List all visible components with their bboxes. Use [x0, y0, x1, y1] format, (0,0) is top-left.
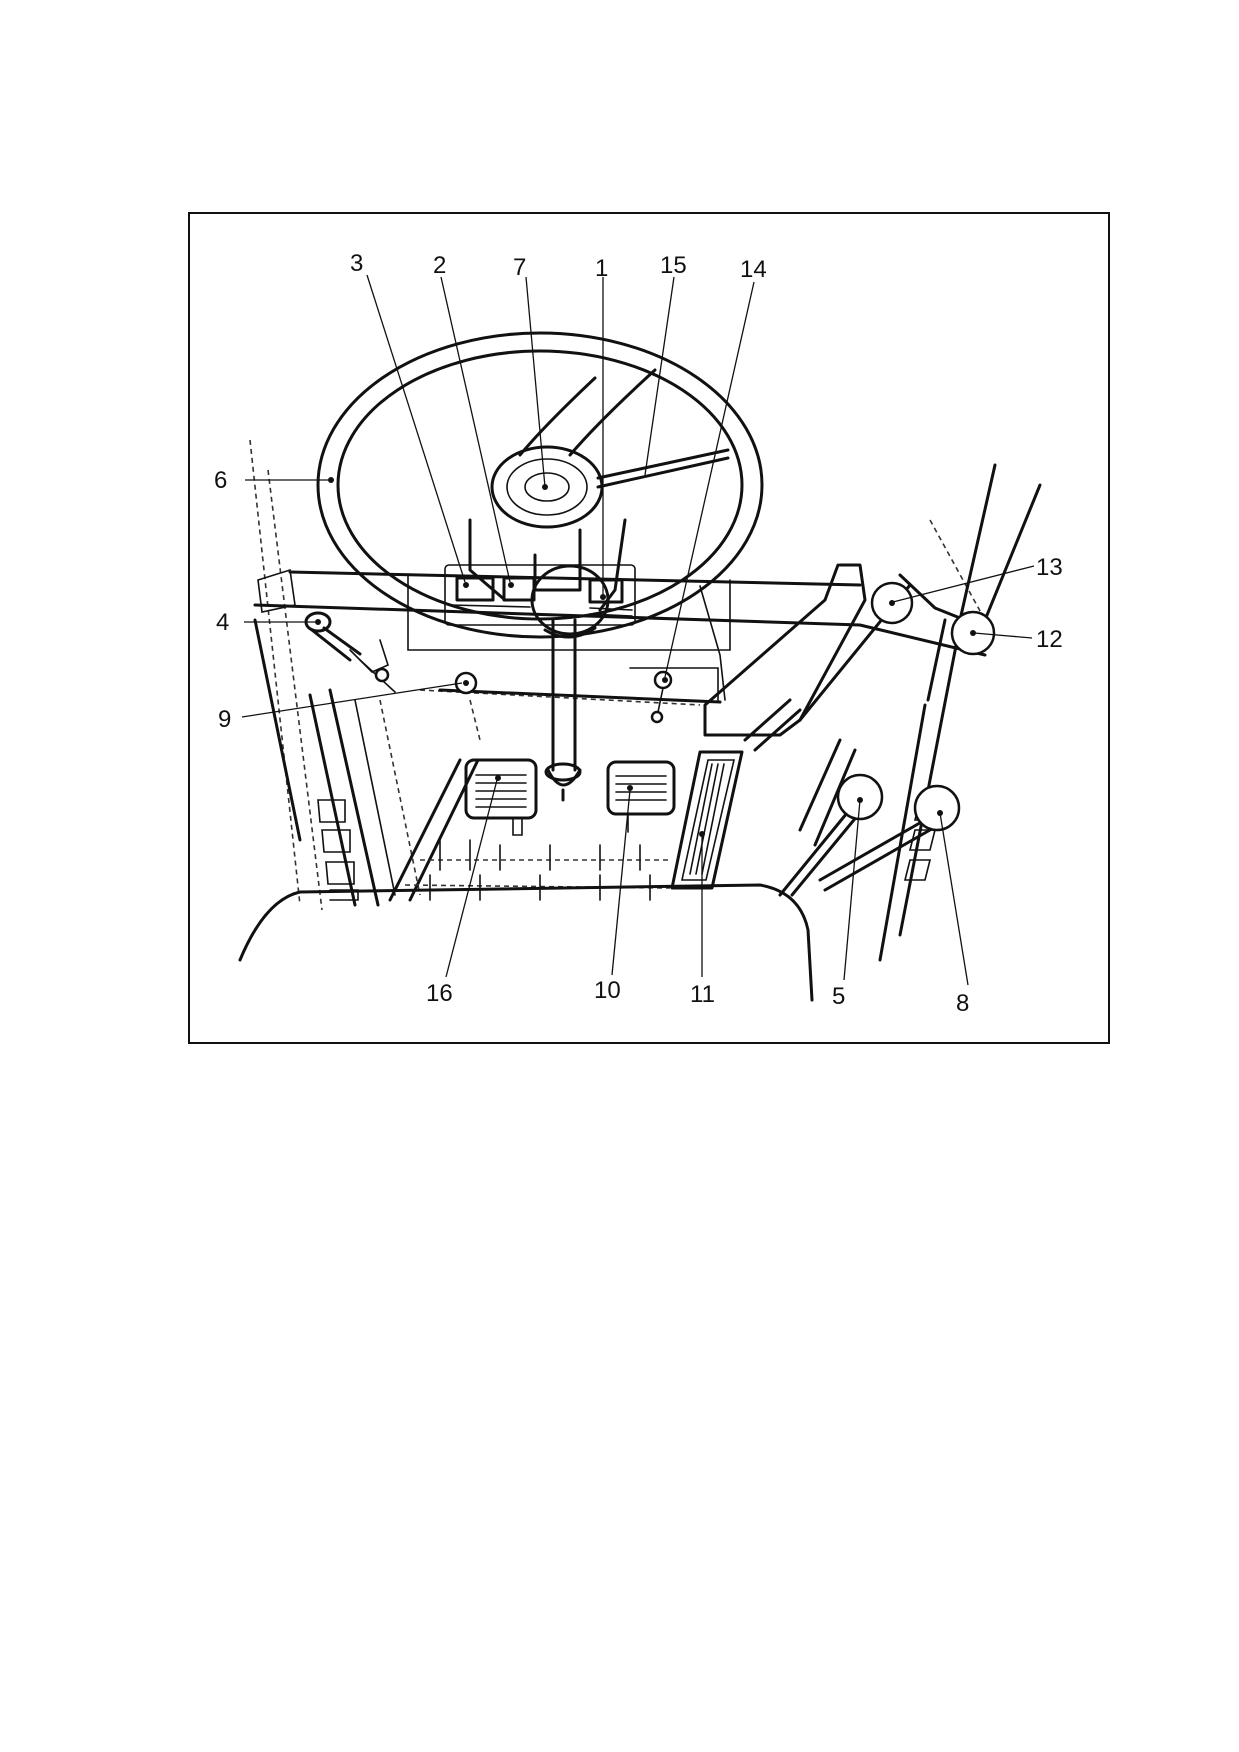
callout-16: 16 — [426, 980, 453, 1007]
callout-12: 12 — [1036, 626, 1063, 653]
ignition-key — [650, 670, 673, 724]
callout-6: 6 — [214, 467, 227, 494]
callout-2: 2 — [433, 252, 446, 279]
callout-9: 9 — [218, 706, 231, 733]
leader-lines — [241, 274, 1035, 986]
cab-left-structure — [249, 439, 421, 911]
callout-15: 15 — [660, 252, 687, 279]
callout-10: 10 — [594, 977, 621, 1004]
callout-8: 8 — [956, 990, 969, 1017]
callout-11: 11 — [690, 981, 715, 1008]
dashboard — [253, 564, 987, 741]
callout-1: 1 — [595, 255, 608, 282]
diagram-frame — [188, 212, 1110, 1044]
callout-labels: 6 3 2 7 1 15 14 4 9 13 12 16 10 11 5 8 — [214, 250, 1063, 1017]
callout-4: 4 — [216, 609, 229, 636]
callout-13: 13 — [1036, 554, 1063, 581]
steering-wheel-assembly — [316, 331, 764, 802]
callout-5: 5 — [832, 983, 845, 1010]
callout-14: 14 — [740, 256, 767, 283]
callout-7: 7 — [513, 254, 526, 281]
floor-structure — [238, 698, 857, 1002]
combination-switch — [304, 611, 396, 693]
lever-bank-right — [703, 463, 1042, 962]
pedal-set — [464, 750, 744, 890]
callout-3: 3 — [350, 250, 363, 277]
